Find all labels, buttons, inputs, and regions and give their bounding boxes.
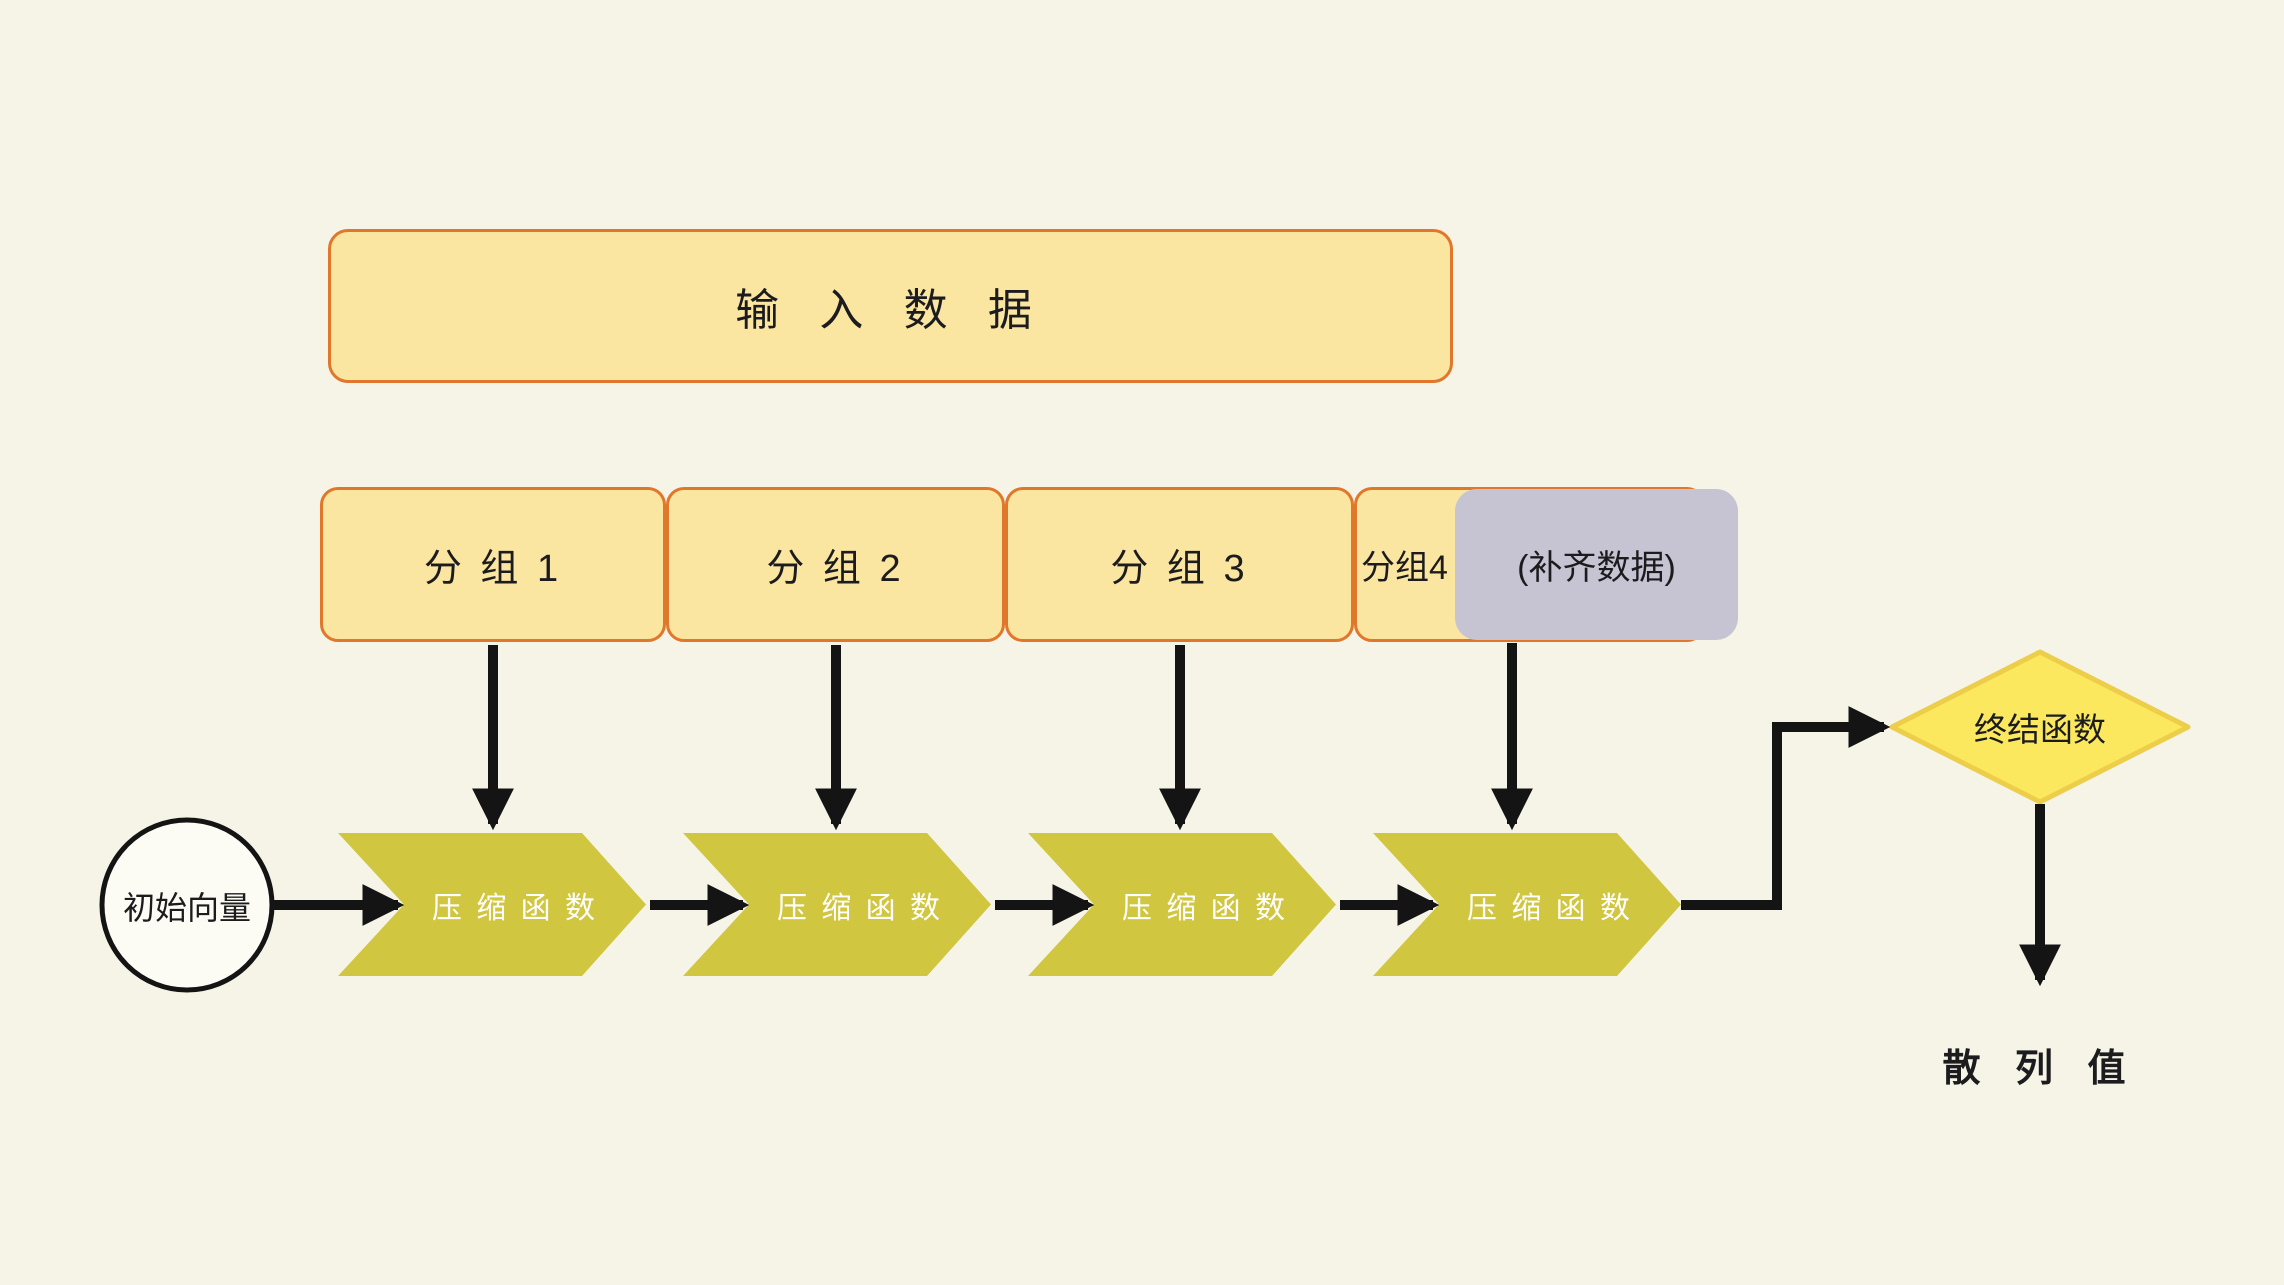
compression-label-3: 压 缩 函 数 (1121, 892, 1288, 925)
padding-data-label: (补齐数据) (1517, 549, 1676, 587)
final-function-label: 终结函数 (1974, 711, 2106, 748)
group-1-label: 分 组 1 (423, 548, 563, 590)
padding-data-box: (补齐数据) (1455, 489, 1738, 640)
arrow-stage4-to-final (1681, 706, 1891, 910)
compression-chevron-4 (1373, 833, 1681, 976)
group-4-label: 分组4 (1361, 549, 1448, 587)
compression-chevron-1 (338, 833, 646, 976)
input-data-label: 输 入 数 据 (735, 286, 1046, 335)
compression-label-1: 压 缩 函 数 (431, 892, 598, 925)
group-2-label: 分 组 2 (766, 548, 905, 590)
group-2-box: 分 组 2 (666, 487, 1005, 642)
compression-chevron-2 (683, 833, 991, 976)
final-function-diamond (1889, 649, 2191, 805)
hash-value-label: 散 列 值 (1942, 1047, 2138, 1090)
compression-label-4: 压 缩 函 数 (1466, 892, 1633, 925)
compression-label-2: 压 缩 函 数 (776, 892, 943, 925)
group-1-box: 分 组 1 (320, 487, 666, 642)
initial-vector-label: 初始向量 (122, 890, 251, 926)
compression-chevron-3 (1028, 833, 1336, 976)
input-data-box: 输 入 数 据 (328, 229, 1453, 383)
group-3-label: 分 组 3 (1110, 548, 1249, 590)
group-3-box: 分 组 3 (1005, 487, 1354, 642)
